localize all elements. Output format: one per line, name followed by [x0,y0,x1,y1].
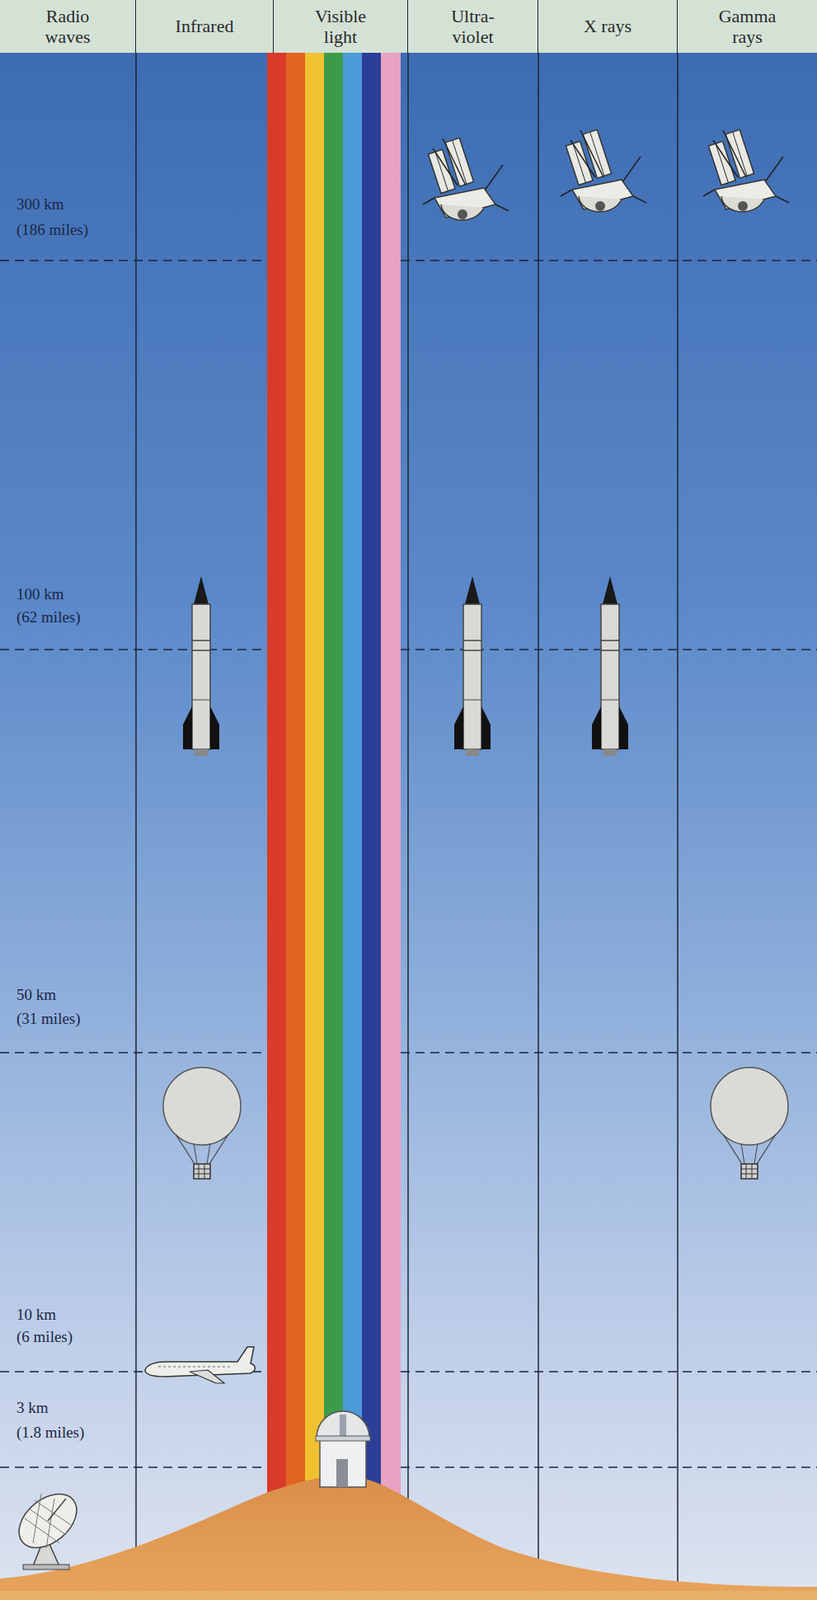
header-text: Visible light [300,5,381,48]
band-header: Infrared [136,0,274,53]
header-text: Gamma rays [708,5,788,48]
band-header: X rays [538,0,678,53]
band-header: Gamma rays [677,0,817,53]
altitude-label: 10 km [16,1305,57,1325]
header-text: X rays [583,15,632,37]
band-header: Visible light [273,0,409,53]
header-text: Ultra- violet [433,5,513,48]
altitude-label: (62 miles) [16,607,81,627]
altitude-label: (31 miles) [16,1009,81,1029]
band-header: Radio waves [0,0,137,53]
header-text: Radio waves [28,5,108,48]
altitude-label: 50 km [16,985,57,1005]
header-text: Infrared [175,15,235,37]
altitude-label: (1.8 miles) [16,1422,85,1442]
altitude-label: 100 km [16,584,65,604]
altitude-label: (6 miles) [16,1327,73,1347]
altitude-label: 3 km [16,1398,49,1418]
band-header: Ultra- violet [408,0,539,53]
altitude-label: (186 miles) [16,220,89,240]
altitude-label: 300 km [16,194,65,214]
